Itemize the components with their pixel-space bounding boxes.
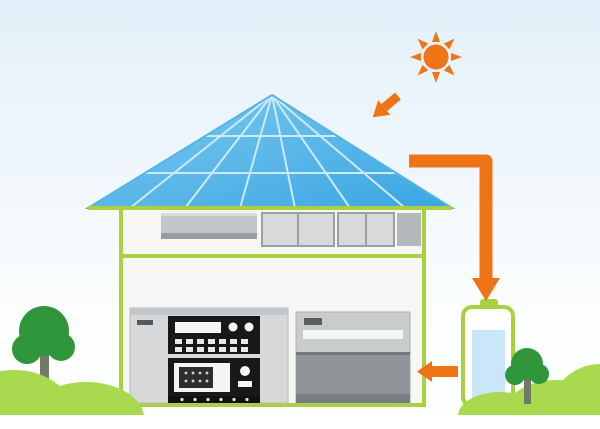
arrow-head xyxy=(372,100,391,118)
oven-button xyxy=(238,381,252,387)
bottom-margin xyxy=(0,415,600,429)
dishwasher-door-line xyxy=(296,352,410,355)
window-shutter-panel xyxy=(397,213,421,246)
roof-panel-surface xyxy=(88,95,452,208)
range-top-strip xyxy=(130,308,288,315)
tree-left-canopy xyxy=(47,333,75,361)
vent-dots xyxy=(180,397,249,402)
arrow-shaft xyxy=(381,92,401,112)
control-knob xyxy=(228,322,238,332)
sun-icon xyxy=(410,31,462,83)
oven-window-dots xyxy=(184,371,209,383)
arrow-battery-to-appliances-icon xyxy=(417,361,458,382)
control-buttons xyxy=(175,339,248,352)
kitchen-range-unit xyxy=(129,307,289,404)
sun-rays xyxy=(410,31,462,83)
battery-charge-level xyxy=(472,330,505,398)
dishwasher-control xyxy=(304,318,322,325)
house xyxy=(119,206,426,407)
dishwasher-handle-slot xyxy=(303,330,403,339)
tree-right-canopy xyxy=(505,365,525,385)
tree-right-canopy xyxy=(529,364,549,384)
arrow-sun-to-roof-icon xyxy=(372,92,401,118)
built-in-oven xyxy=(168,358,260,398)
control-knob xyxy=(244,322,254,332)
cabinet-handle xyxy=(137,320,153,325)
vent-highlight xyxy=(161,213,257,216)
storage-battery xyxy=(461,299,515,408)
second-floor-windows xyxy=(261,212,421,247)
oven-window xyxy=(179,367,213,388)
arrow-roof-to-battery-icon xyxy=(409,154,500,301)
arrow-shaft xyxy=(409,154,493,278)
bush xyxy=(553,364,600,429)
dishwasher-kickplate xyxy=(296,394,410,403)
arrow-shaft xyxy=(432,366,458,377)
tree-left-trunk xyxy=(40,348,49,402)
roof-eaves-line xyxy=(88,206,452,210)
range-control-panel xyxy=(168,316,260,354)
dishwasher xyxy=(295,311,411,404)
range-hood-vent xyxy=(161,213,257,239)
arrow-head xyxy=(472,278,500,301)
vent-louver xyxy=(161,233,257,239)
tree-right-trunk xyxy=(524,376,531,404)
arrow-head xyxy=(417,361,432,382)
vent-strip xyxy=(168,396,260,403)
oven-bottom-vent xyxy=(168,396,260,403)
tree-left-canopy xyxy=(12,334,42,364)
tree-left xyxy=(12,306,75,402)
floor-divider xyxy=(122,254,423,258)
sun-core xyxy=(423,44,449,70)
control-display xyxy=(175,322,221,333)
oven-knob xyxy=(240,366,250,376)
tree-right xyxy=(505,348,549,404)
